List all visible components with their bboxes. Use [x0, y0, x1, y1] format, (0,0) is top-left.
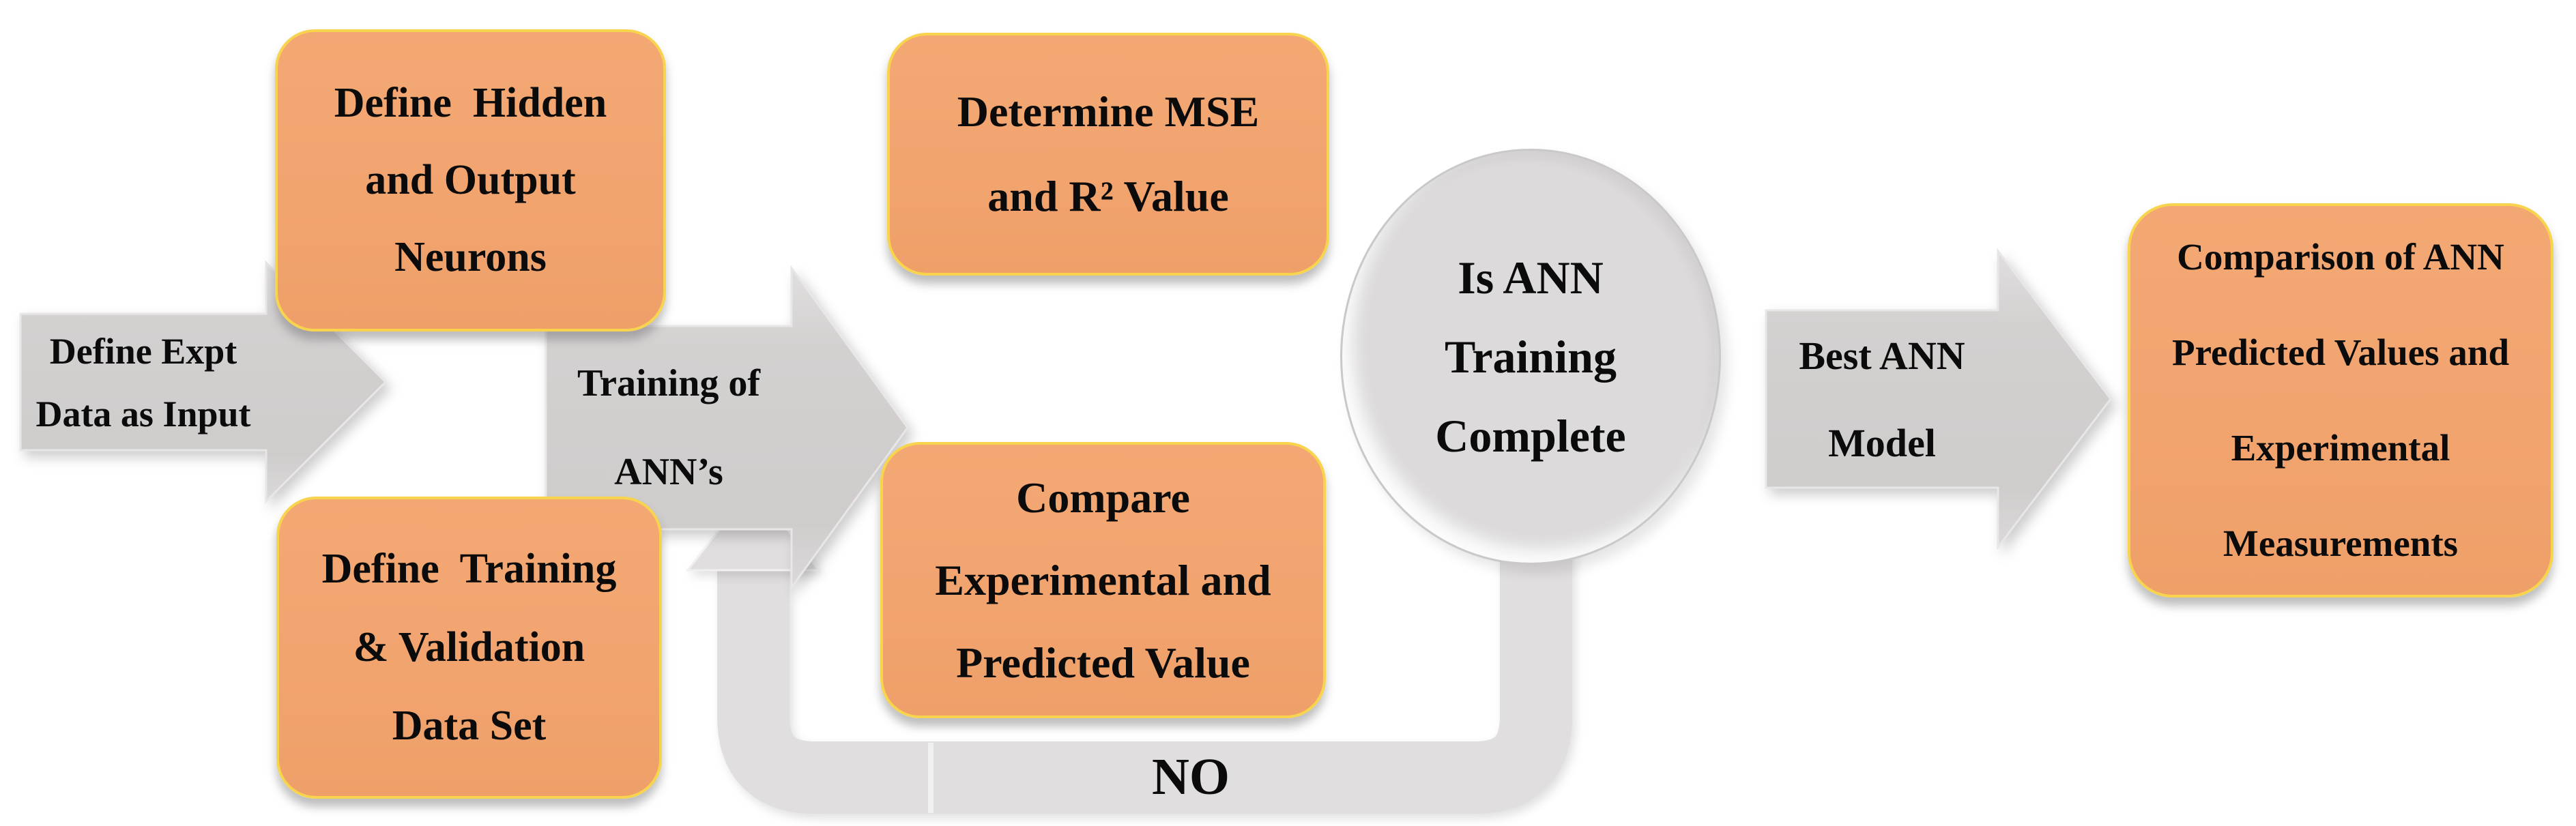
label-line: Define Expt: [49, 331, 237, 372]
best-model-arrow-shape: [1765, 248, 2112, 550]
box-compare-experimental-predicted: Compare Experimental and Predicted Value: [880, 442, 1326, 718]
input-arrow-label: Define Expt Data as Input: [20, 315, 266, 450]
label-line: & Validation: [353, 624, 585, 670]
label-line: Measurements: [2223, 522, 2459, 564]
box-determine-mse-r2: Determine MSE and R² Value: [887, 33, 1329, 276]
label-line: and Output: [365, 157, 576, 203]
label-line: ANN’s: [614, 451, 723, 493]
pipe-seam-highlight: [928, 743, 934, 813]
label-line: Training: [1445, 331, 1617, 383]
label-line: and R² Value: [987, 172, 1229, 220]
label-line: Define Hidden: [334, 80, 607, 126]
decision-circle: Is ANN Training Complete: [1340, 149, 1721, 565]
training-arrow-label: Training of ANN’s: [546, 329, 792, 527]
label-line: Determine MSE: [957, 87, 1260, 136]
label-line: Data Set: [392, 703, 547, 749]
label-line: Complete: [1435, 410, 1626, 462]
label-line: Define Training: [321, 546, 617, 592]
box-define-training-validation: Define Training & Validation Data Set: [276, 497, 662, 799]
no-label: NO: [1088, 741, 1293, 813]
label-line: Model: [1828, 420, 1936, 465]
label-line: Experimental: [2231, 427, 2450, 469]
best-model-arrow-label: Best ANN Model: [1766, 312, 1998, 486]
label-line: Predicted Value: [956, 638, 1250, 687]
label-line: Is ANN: [1458, 252, 1604, 304]
label-line: Neurons: [394, 234, 547, 280]
label-line: Comparison of ANN: [2177, 236, 2504, 278]
no-feedback-pipe: [717, 539, 1572, 814]
label-line: Experimental and: [935, 556, 1271, 604]
box-define-hidden-output-neurons: Define Hidden and Output Neurons: [275, 29, 666, 331]
label-line: Data as Input: [35, 394, 251, 434]
label-line: Predicted Values and: [2171, 331, 2510, 373]
label-line: Training of: [577, 362, 761, 404]
label-line: Best ANN: [1799, 333, 1965, 378]
label-line: Compare: [1016, 473, 1190, 522]
box-comparison-ann-experimental: Comparison of ANN Predicted Values and E…: [2128, 203, 2553, 598]
label-line: NO: [1152, 748, 1230, 806]
